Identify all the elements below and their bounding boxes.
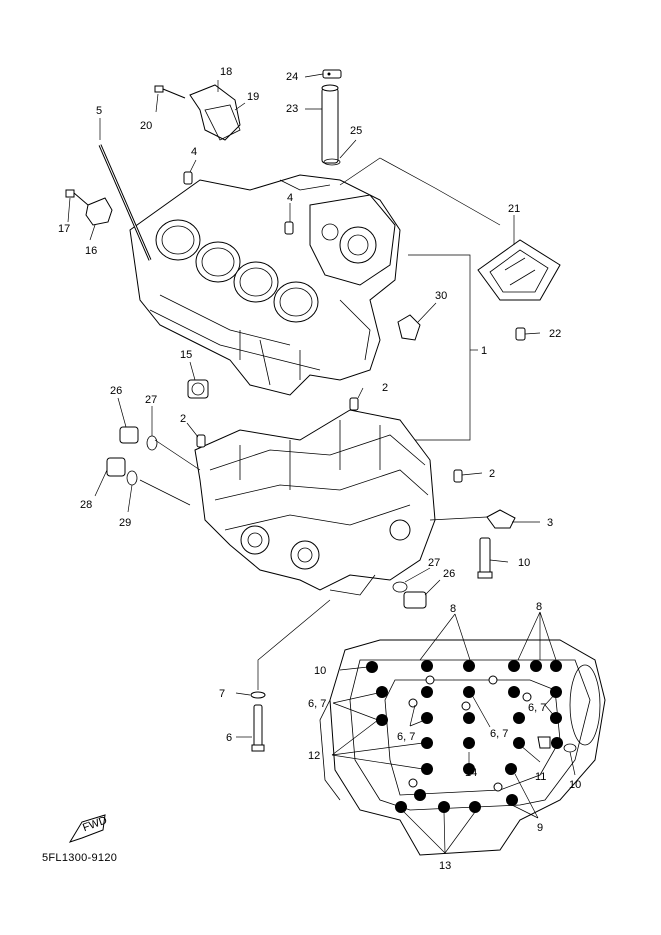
callout-67a: 6, 7: [308, 698, 326, 710]
callout-23: 23: [286, 103, 298, 115]
callout-22: 22: [549, 328, 561, 340]
callout-67d: 6, 7: [528, 702, 546, 714]
callout-9: 9: [537, 822, 543, 834]
callout-28: 28: [80, 499, 92, 511]
callout-25: 25: [350, 125, 362, 137]
callout-3: 3: [547, 517, 553, 529]
assembly-bracket-1: [339, 157, 501, 441]
callout-8b: 8: [536, 601, 542, 613]
callout-27a: 27: [145, 394, 157, 406]
callout-67c: 6, 7: [490, 728, 508, 740]
callout-16: 16: [85, 245, 97, 257]
callout-17: 17: [58, 223, 70, 235]
callout-2c: 2: [489, 468, 495, 480]
callout-4b: 4: [287, 192, 293, 204]
callout-4a: 4: [191, 146, 197, 158]
callout-2a: 2: [382, 382, 388, 394]
fwd-arrow-icon: FWD: [68, 814, 109, 843]
callout-19: 19: [247, 91, 259, 103]
callout-8a: 8: [450, 603, 456, 615]
lower-crankcase: [94, 387, 540, 609]
callout-10c: 10: [569, 779, 581, 791]
upper-small-parts: [65, 69, 561, 399]
callout-14: 14: [465, 767, 477, 779]
callout-12: 12: [308, 750, 320, 762]
bottom-view-crankcase: [319, 611, 606, 856]
callout-1: 1: [481, 345, 487, 357]
bolt-leader: [257, 599, 331, 690]
callout-30: 30: [435, 290, 447, 302]
callout-21: 21: [508, 203, 520, 215]
callout-20: 20: [140, 120, 152, 132]
drawing-code: 5FL1300-9120: [42, 852, 118, 864]
callout-26a: 26: [110, 385, 122, 397]
callout-10a: 10: [518, 557, 530, 569]
callout-7: 7: [219, 688, 225, 700]
callout-67b: 6, 7: [397, 731, 415, 743]
callout-24: 24: [286, 71, 298, 83]
callout-15: 15: [180, 349, 192, 361]
callout-26b: 26: [443, 568, 455, 580]
callout-5: 5: [96, 105, 102, 117]
callout-2b: 2: [180, 413, 186, 425]
callout-13: 13: [439, 860, 451, 872]
callout-18: 18: [220, 66, 232, 78]
callout-6: 6: [226, 732, 232, 744]
callout-11: 11: [535, 771, 546, 783]
upper-crankcase: [98, 144, 401, 396]
callout-27b: 27: [428, 557, 440, 569]
callout-10b: 10: [314, 665, 326, 677]
bolt-6-washer-7: [235, 691, 266, 752]
callout-29: 29: [119, 517, 131, 529]
callout-labels: 18 19 24 5 20 23 25 4 4 17 16 21 30 22 1…: [58, 66, 581, 872]
